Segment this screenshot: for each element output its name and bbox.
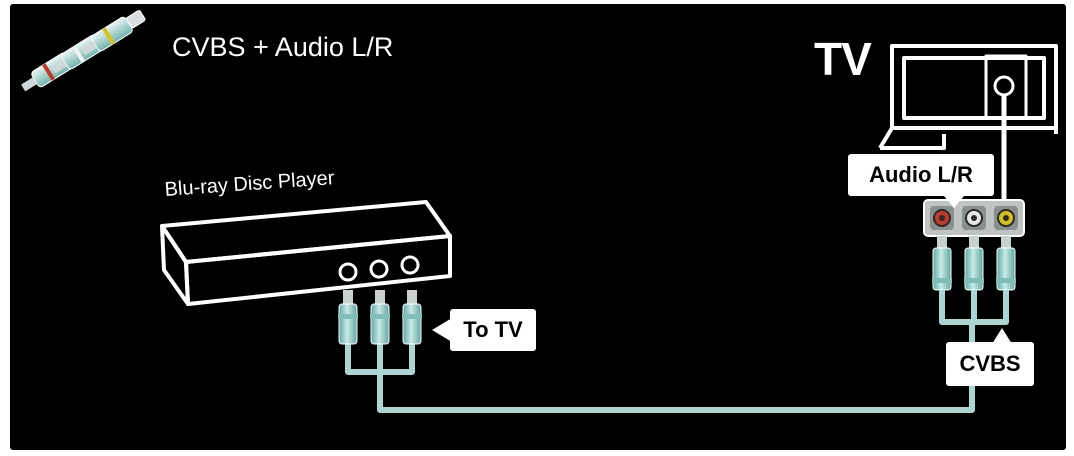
cvbs-pointer	[992, 328, 1012, 344]
tv-icon	[878, 44, 1058, 150]
audio-pointer	[944, 196, 964, 208]
cvbs-tag: CVBS	[946, 342, 1034, 386]
rca-cable	[345, 341, 975, 413]
tv-connector-panel	[923, 199, 1025, 237]
rca-plugs-icon	[21, 10, 146, 92]
to-tv-tag: To TV	[450, 309, 536, 351]
diagram-title: CVBS + Audio L/R	[172, 32, 394, 62]
tv-label: TV	[814, 33, 872, 85]
to-tv-pointer	[432, 318, 452, 342]
audio-lr-tag: Audio L/R	[848, 154, 994, 196]
player-rca-plugs	[338, 290, 422, 345]
blu-ray-player-icon	[160, 200, 452, 306]
tv-rca-plugs	[932, 236, 1016, 342]
